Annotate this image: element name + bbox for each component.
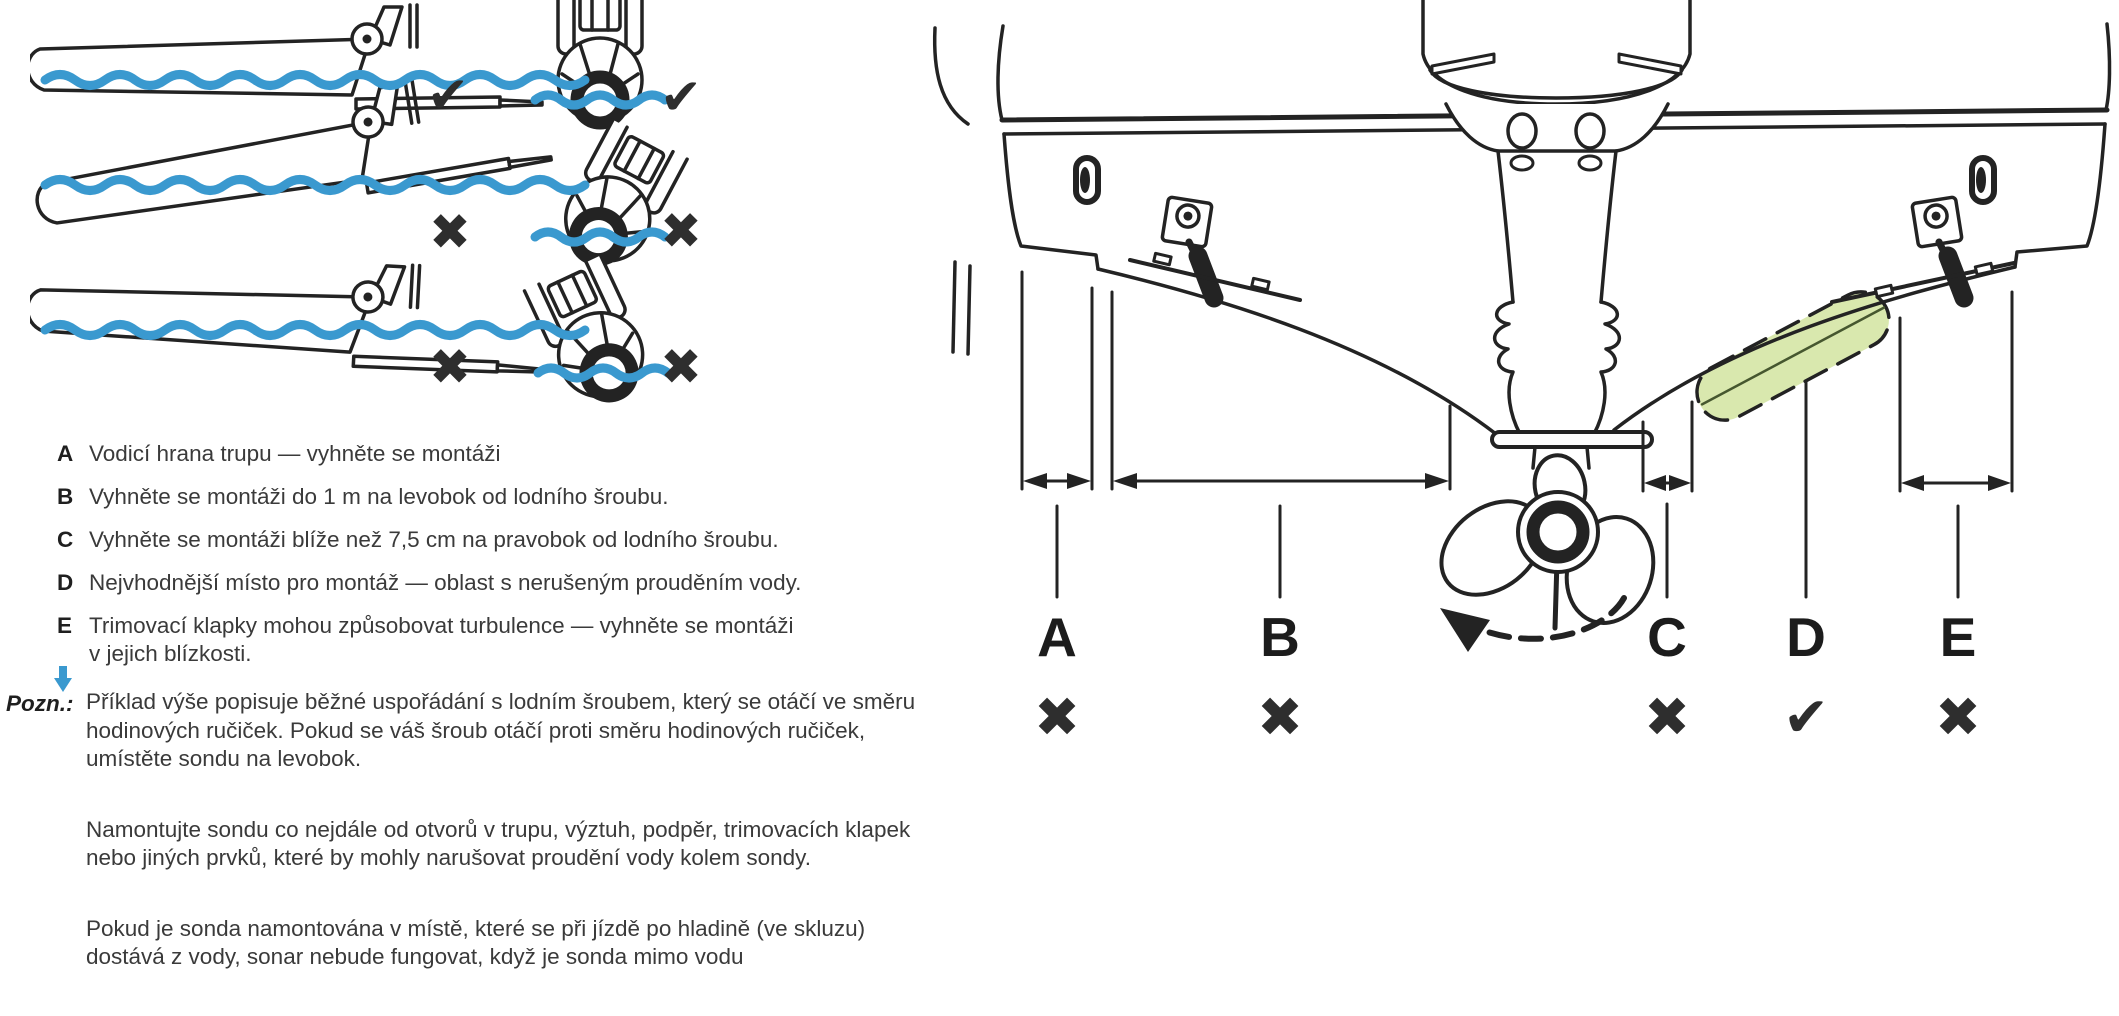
legend-text: Vyhněte se montáži blíže než 7,5 cm na p… xyxy=(89,527,779,552)
outboard-motor xyxy=(1421,0,1692,470)
position-verdict: ✖ xyxy=(1256,685,1304,749)
legend-item-e: E Trimovací klapky mohou způsobovat turb… xyxy=(57,612,807,668)
side-view-verdict-2: ✖ xyxy=(429,203,471,261)
note-paragraph: Pokud je sonda namontována v místě, kter… xyxy=(86,915,866,970)
position-letter: A xyxy=(1037,606,1077,668)
propeller-rotation-arrow xyxy=(1440,595,1627,652)
legend-text: Vyhněte se montáži do 1 m na levobok od … xyxy=(89,484,669,509)
note-body: Příklad výše popisuje běžné uspořádání s… xyxy=(86,688,928,1014)
position-verdict: ✖ xyxy=(1033,685,1081,749)
note-label: Pozn.: xyxy=(6,691,74,716)
note-paragraph: Namontujte sondu co nejdále od otvorů v … xyxy=(86,816,911,871)
legend-item-c: C Vyhněte se montáži blíže než 7,5 cm na… xyxy=(57,526,807,554)
position-c: C ✖ xyxy=(1597,610,1737,745)
position-verdict: ✖ xyxy=(1934,685,1982,749)
best-mount-zone xyxy=(1695,290,1891,422)
position-a: A ✖ xyxy=(987,610,1127,745)
position-letter: B xyxy=(1260,606,1300,668)
legend-key: A xyxy=(57,441,74,466)
position-letter: E xyxy=(1939,606,1977,668)
legend-item-b: B Vyhněte se montáži do 1 m na levobok o… xyxy=(57,483,807,511)
legend-item-a: A Vodicí hrana trupu — vyhněte se montáž… xyxy=(57,440,807,468)
drain-hole-left xyxy=(1073,155,1101,205)
drain-hole-right xyxy=(1969,155,1997,205)
legend-text: Trimovací klapky mohou způsobovat turbul… xyxy=(89,613,794,666)
side-view-verdict-3: ✖ xyxy=(429,338,471,396)
mounting-examples-figure xyxy=(30,0,730,435)
trim-tab-right xyxy=(1830,195,2016,308)
front-view-verdict-3: ✖ xyxy=(660,338,702,396)
side-view-verdict-1: ✔ xyxy=(427,66,469,124)
trim-tab-left xyxy=(1128,195,1302,308)
leader-lines xyxy=(1055,380,1960,599)
legend-key: C xyxy=(57,527,74,552)
blue-down-arrow-icon xyxy=(54,666,72,692)
legend-text: Vodicí hrana trupu — vyhněte se montáži xyxy=(89,441,501,466)
front-view-verdict-1: ✔ xyxy=(660,68,702,126)
dimension-lines xyxy=(1020,270,2014,493)
transom-figure xyxy=(932,0,2112,652)
position-b: B ✖ xyxy=(1210,610,1350,745)
position-letter: C xyxy=(1647,606,1687,668)
position-verdict: ✔ xyxy=(1782,685,1830,749)
legend-item-d: D Nejvhodnější místo pro montáž — oblast… xyxy=(57,569,807,597)
position-d: D ✔ xyxy=(1736,610,1876,745)
propeller xyxy=(1439,453,1656,631)
legend-key: B xyxy=(57,484,74,509)
front-view-verdict-2: ✖ xyxy=(660,202,702,260)
note-paragraph: Příklad výše popisuje běžné uspořádání s… xyxy=(86,689,916,771)
legend: A Vodicí hrana trupu — vyhněte se montáž… xyxy=(57,440,807,668)
legend-key: E xyxy=(57,613,73,638)
legend-text: Nejvhodnější místo pro montáž — oblast s… xyxy=(89,570,802,595)
position-verdict: ✖ xyxy=(1643,685,1691,749)
position-e: E ✖ xyxy=(1888,610,2028,745)
waterline-waves xyxy=(40,70,673,383)
position-letter: D xyxy=(1786,606,1826,668)
legend-key: D xyxy=(57,570,74,595)
